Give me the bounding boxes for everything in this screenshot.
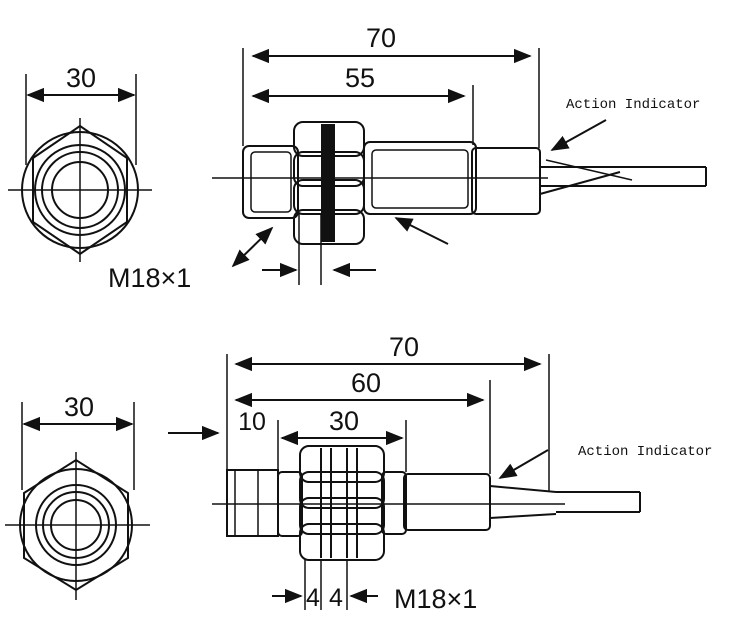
sensor-b-nut-thickness-1-label: 4 [306, 584, 320, 612]
sensor-b-body-length-label: 60 [351, 368, 381, 398]
sensor-b-nut-thickness-2-label: 4 [329, 584, 343, 612]
sensor-a-end-view [8, 74, 152, 262]
sensor-a-end-width-label: 30 [66, 63, 96, 93]
sensor-a-thread-length-label: 55 [345, 63, 375, 93]
sensor-b-end-width-label: 30 [64, 392, 94, 422]
sensor-b-end-view [5, 402, 150, 600]
sensor-a-overall-length-label: 70 [366, 23, 396, 53]
sensor-b-overall-length-label: 70 [389, 332, 419, 362]
sensor-b-indicator-label: Action Indicator [578, 444, 712, 460]
sensor-b-nut-span-label: 30 [329, 406, 359, 436]
sensor-b-side-view [168, 354, 641, 610]
sensor-b-head-length-label: 10 [238, 408, 266, 436]
sensor-b-thread-spec-label: M18×1 [394, 584, 477, 614]
sensor-a-thread-spec-label: M18×1 [108, 263, 191, 293]
sensor-a-side-view [212, 48, 707, 285]
sensor-a-indicator-label: Action Indicator [566, 97, 700, 113]
